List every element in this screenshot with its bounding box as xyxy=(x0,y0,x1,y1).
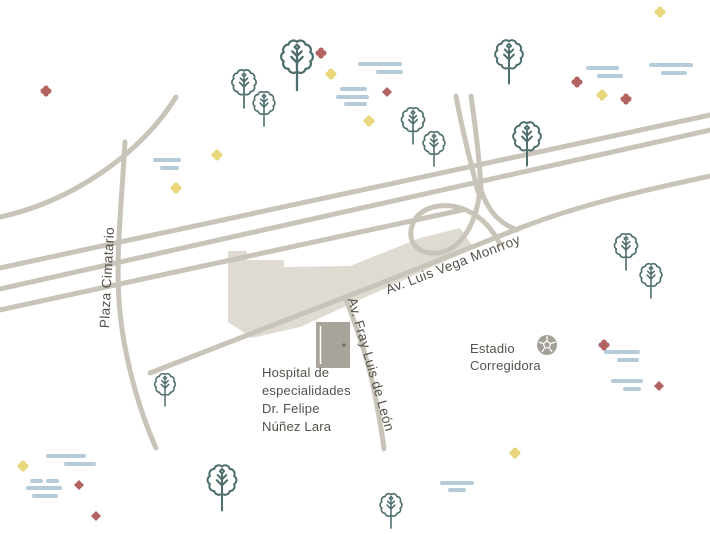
tree-icon xyxy=(494,39,524,85)
hospital-label-line: Dr. Felipe xyxy=(262,401,320,416)
tree-icon xyxy=(379,492,403,529)
flower-icon xyxy=(596,89,608,101)
door-icon xyxy=(316,322,350,368)
tree-icon xyxy=(206,464,238,512)
road-highway-line-2 xyxy=(0,127,710,292)
cloud-lines-icon xyxy=(440,481,474,485)
road-plaza-cimatario xyxy=(115,139,159,451)
cloud-lines-icon xyxy=(30,479,43,483)
flower-icon xyxy=(509,447,521,459)
road-av-fray-luis-de-leon xyxy=(342,294,387,452)
hospital-label-line: especialidades xyxy=(262,383,351,398)
cloud-lines-icon xyxy=(617,358,639,362)
flower-icon xyxy=(571,76,583,88)
road-curve-northwest xyxy=(0,94,179,220)
cloud-lines-icon xyxy=(649,63,693,67)
cloud-lines-icon xyxy=(153,158,181,162)
cloud-lines-icon xyxy=(32,494,58,498)
diamond-icon xyxy=(73,479,85,491)
cloud-lines-icon xyxy=(344,102,367,106)
cloud-lines-icon xyxy=(46,479,59,483)
diamond-icon xyxy=(653,380,665,392)
cloud-lines-icon xyxy=(586,66,619,70)
hospital-label-line: Hospital de xyxy=(262,365,330,380)
tree-icon xyxy=(400,106,426,145)
cloud-lines-icon xyxy=(604,350,640,354)
flower-icon xyxy=(170,182,182,194)
flower-icon xyxy=(598,339,610,351)
cloud-lines-icon xyxy=(623,387,641,391)
stadium-label-line: Corregidora xyxy=(470,358,541,373)
tree-icon xyxy=(639,262,663,299)
stadium-label: Estadio Corregidora xyxy=(470,340,560,374)
cloud-lines-icon xyxy=(661,71,687,75)
soccer-ball-icon xyxy=(537,335,557,355)
diamond-icon xyxy=(90,510,102,522)
road-interchange-loop xyxy=(408,187,503,256)
flower-icon xyxy=(325,68,337,80)
hospital-label-line: Núñez Lara xyxy=(262,419,332,434)
hospital-label: Hospital de especialidades Dr. Felipe Nú… xyxy=(262,364,372,436)
tree-icon xyxy=(422,130,446,167)
cloud-lines-icon xyxy=(597,74,623,78)
road-highway-line-1 xyxy=(0,112,710,271)
flower-icon xyxy=(211,149,223,161)
cloud-lines-icon xyxy=(358,62,402,66)
tree-icon xyxy=(613,232,639,271)
roads xyxy=(0,93,710,452)
road-interchange-ramp-a xyxy=(453,93,481,195)
cloud-lines-icon xyxy=(448,488,466,492)
flower-icon xyxy=(363,115,375,127)
cloud-lines-icon xyxy=(46,454,86,458)
hospital-building xyxy=(228,228,474,338)
cloud-lines-icon xyxy=(340,87,367,91)
cloud-lines-icon xyxy=(26,486,62,490)
cloud-lines-icon xyxy=(336,95,369,99)
tree-icon xyxy=(252,90,276,127)
tree-icon xyxy=(153,372,177,407)
diamond-icon xyxy=(381,86,393,98)
road-av-luis-vega-monrroy xyxy=(147,173,710,376)
flower-icon xyxy=(40,85,52,97)
road-interchange-merge xyxy=(478,187,520,233)
flower-icon xyxy=(17,460,29,472)
flower-icon xyxy=(654,6,666,18)
road-highway-line-3 xyxy=(0,207,465,313)
tree-icon xyxy=(279,39,315,92)
cloud-lines-icon xyxy=(376,70,403,74)
flower-icon xyxy=(315,47,327,59)
cloud-lines-icon xyxy=(611,379,643,383)
cloud-lines-icon xyxy=(64,462,96,466)
stadium-label-line: Estadio xyxy=(470,341,515,356)
flower-icon xyxy=(620,93,632,105)
road-interchange-ramp-b xyxy=(468,93,484,193)
cloud-lines-icon xyxy=(160,166,179,170)
